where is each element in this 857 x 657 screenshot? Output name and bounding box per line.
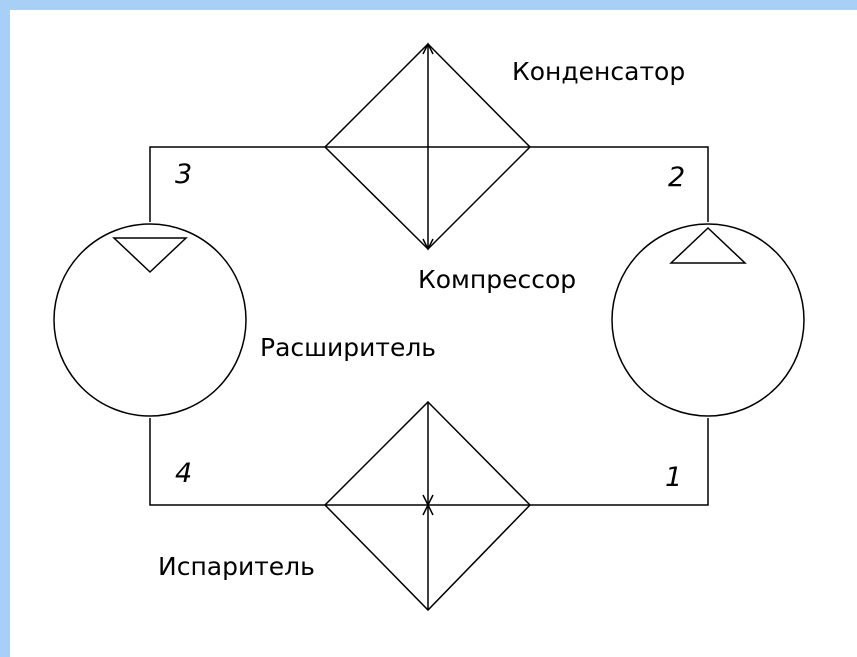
compressor-label: Компрессор (418, 265, 576, 294)
point-1-label: 1 (665, 462, 682, 493)
pipe-bottom-left (149, 418, 325, 506)
evaporator-symbol (323, 400, 532, 612)
expander-label: Расширитель (260, 333, 436, 362)
point-2-label: 2 (668, 162, 685, 193)
compressor-symbol (611, 223, 805, 417)
condenser-label: Конденсатор (512, 57, 685, 86)
pipe-top-right (530, 146, 709, 222)
pipe-top-left (149, 146, 325, 222)
pipe-bottom-right (530, 418, 709, 506)
evaporator-label: Испаритель (158, 552, 315, 581)
expander-symbol (53, 223, 247, 417)
point-3-label: 3 (175, 159, 192, 190)
diagram-frame (10, 10, 857, 657)
condenser-symbol (323, 42, 532, 251)
point-4-label: 4 (175, 458, 192, 489)
